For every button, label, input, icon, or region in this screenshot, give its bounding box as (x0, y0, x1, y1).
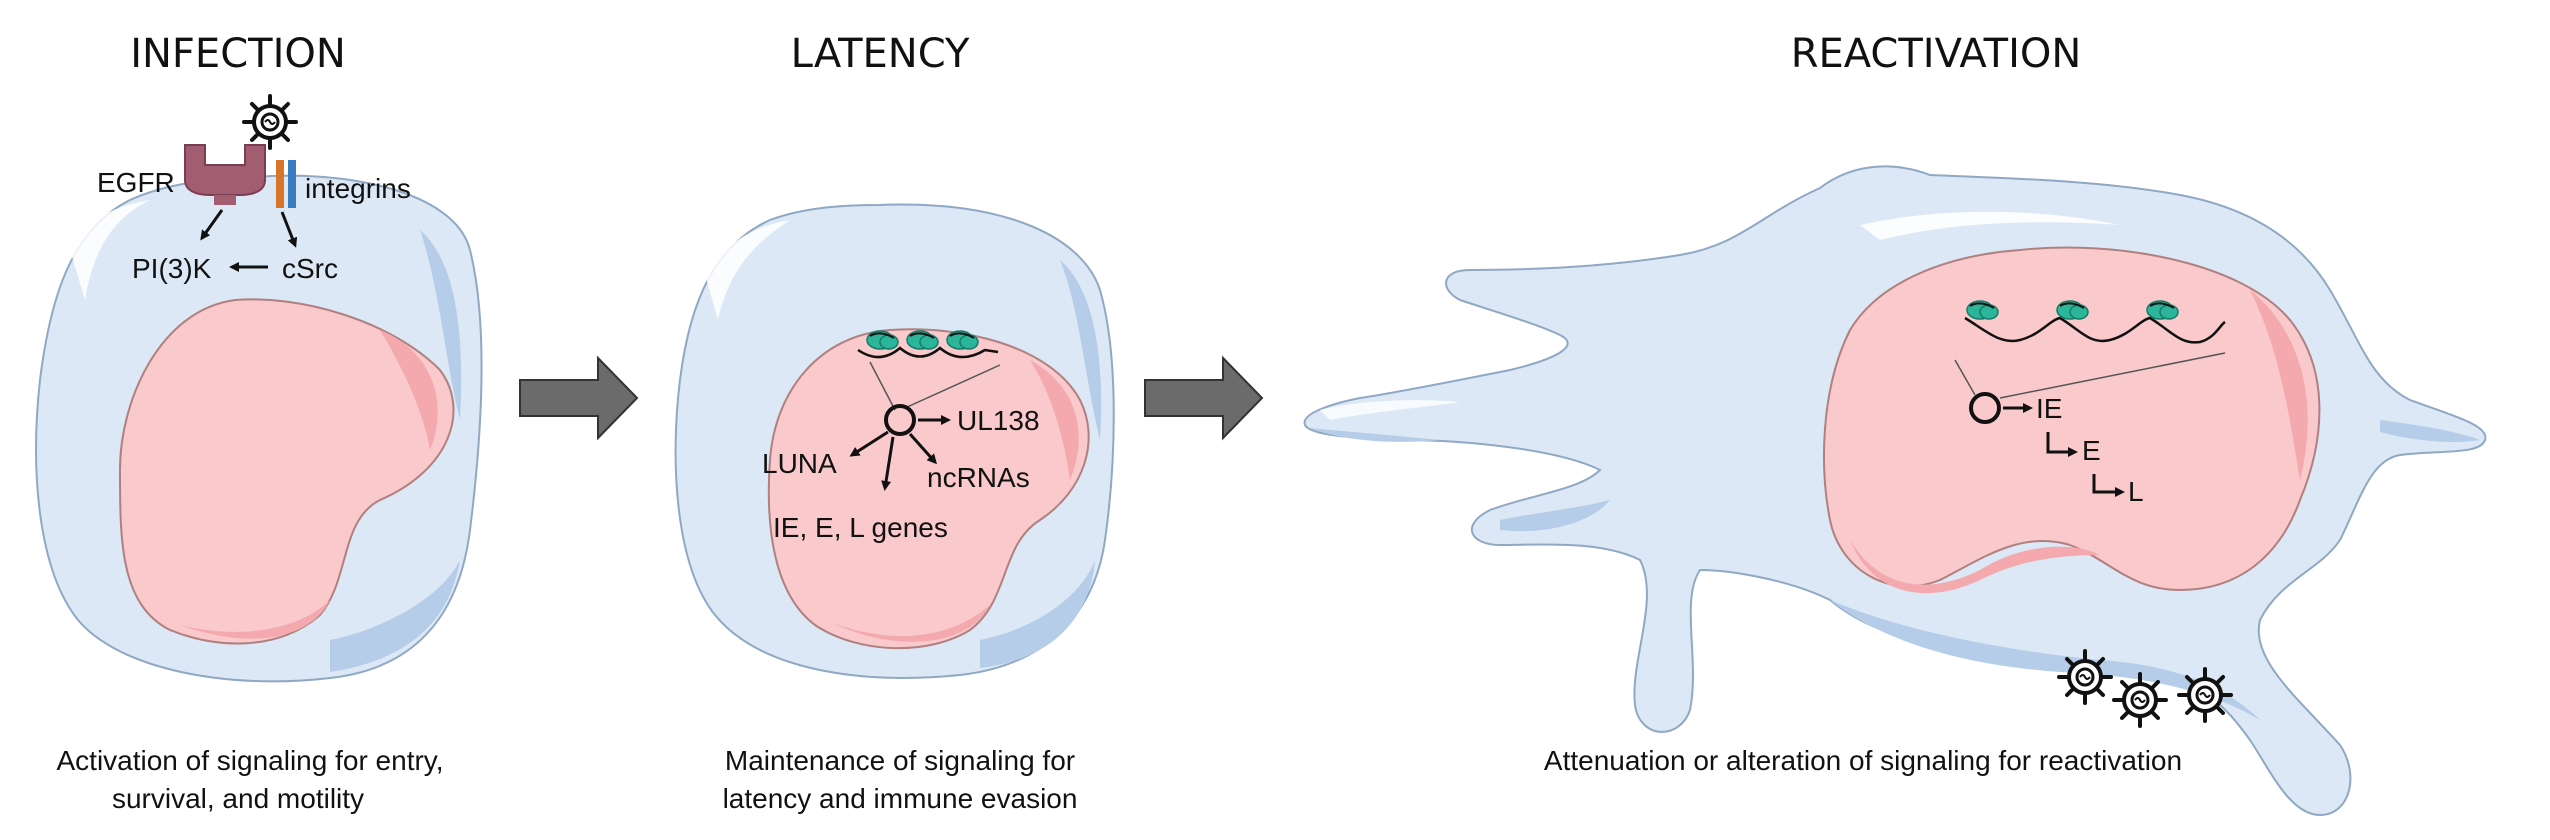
latency-nucleus (767, 328, 1090, 650)
viral-genome-circle-icon (884, 404, 916, 436)
label-egfr: EGFR (97, 167, 175, 198)
label-integrins: integrins (305, 173, 411, 204)
panel-title-reactivation: REACTIVATION (1791, 31, 2082, 77)
process-arrow-icon (1144, 355, 1264, 441)
reactivation-cell (1303, 165, 2487, 817)
infection-nucleus (118, 298, 455, 645)
virus-icon (2112, 672, 2168, 728)
panel-title-latency: LATENCY (791, 31, 970, 77)
node-pi3k: PI(3)K (132, 253, 212, 284)
virus-icon (2057, 649, 2113, 705)
arrow-egfr-pi3k (200, 209, 224, 241)
virus-icon (242, 94, 298, 150)
reactivation-nucleus (1823, 246, 2321, 592)
viral-genome-circle-icon (1969, 392, 2001, 424)
arrow-e-to-l (2092, 474, 2125, 497)
gene-ie: IE (2036, 393, 2062, 424)
virus-icon (2177, 667, 2233, 723)
gene-luna: LUNA (762, 448, 837, 479)
gene-ie-e-l: IE, E, L genes (773, 512, 948, 543)
caption-reactivation: Attenuation or alteration of signaling f… (1544, 745, 2182, 776)
reactivation-chromatin (1964, 316, 2226, 344)
arrow-integrin-csrc (280, 211, 298, 248)
arrow-ie-to-e (2046, 432, 2078, 457)
latency-chromatin (857, 346, 999, 359)
node-csrc: cSrc (282, 253, 338, 284)
gene-ul138: UL138 (957, 405, 1040, 436)
infection-cell (35, 174, 483, 683)
gene-ncrnas: ncRNAs (927, 462, 1030, 493)
gene-e: E (2082, 435, 2101, 466)
egfr-receptor-icon (184, 144, 266, 205)
latency-cell (674, 203, 1115, 679)
arrow-to-ncrnas (908, 433, 937, 465)
gene-l: L (2128, 476, 2144, 507)
integrin-icon (276, 160, 296, 208)
process-arrow-icon (519, 355, 639, 441)
caption-infection-line2: survival, and motility (112, 783, 364, 814)
caption-latency-line1: Maintenance of signaling for (725, 745, 1075, 776)
caption-infection-line1: Activation of signaling for entry, (56, 745, 443, 776)
panel-title-infection: INFECTION (130, 31, 346, 77)
caption-latency-line2: latency and immune evasion (723, 783, 1078, 814)
arrow-to-luna (849, 430, 889, 457)
arrow-to-iel (881, 436, 895, 491)
